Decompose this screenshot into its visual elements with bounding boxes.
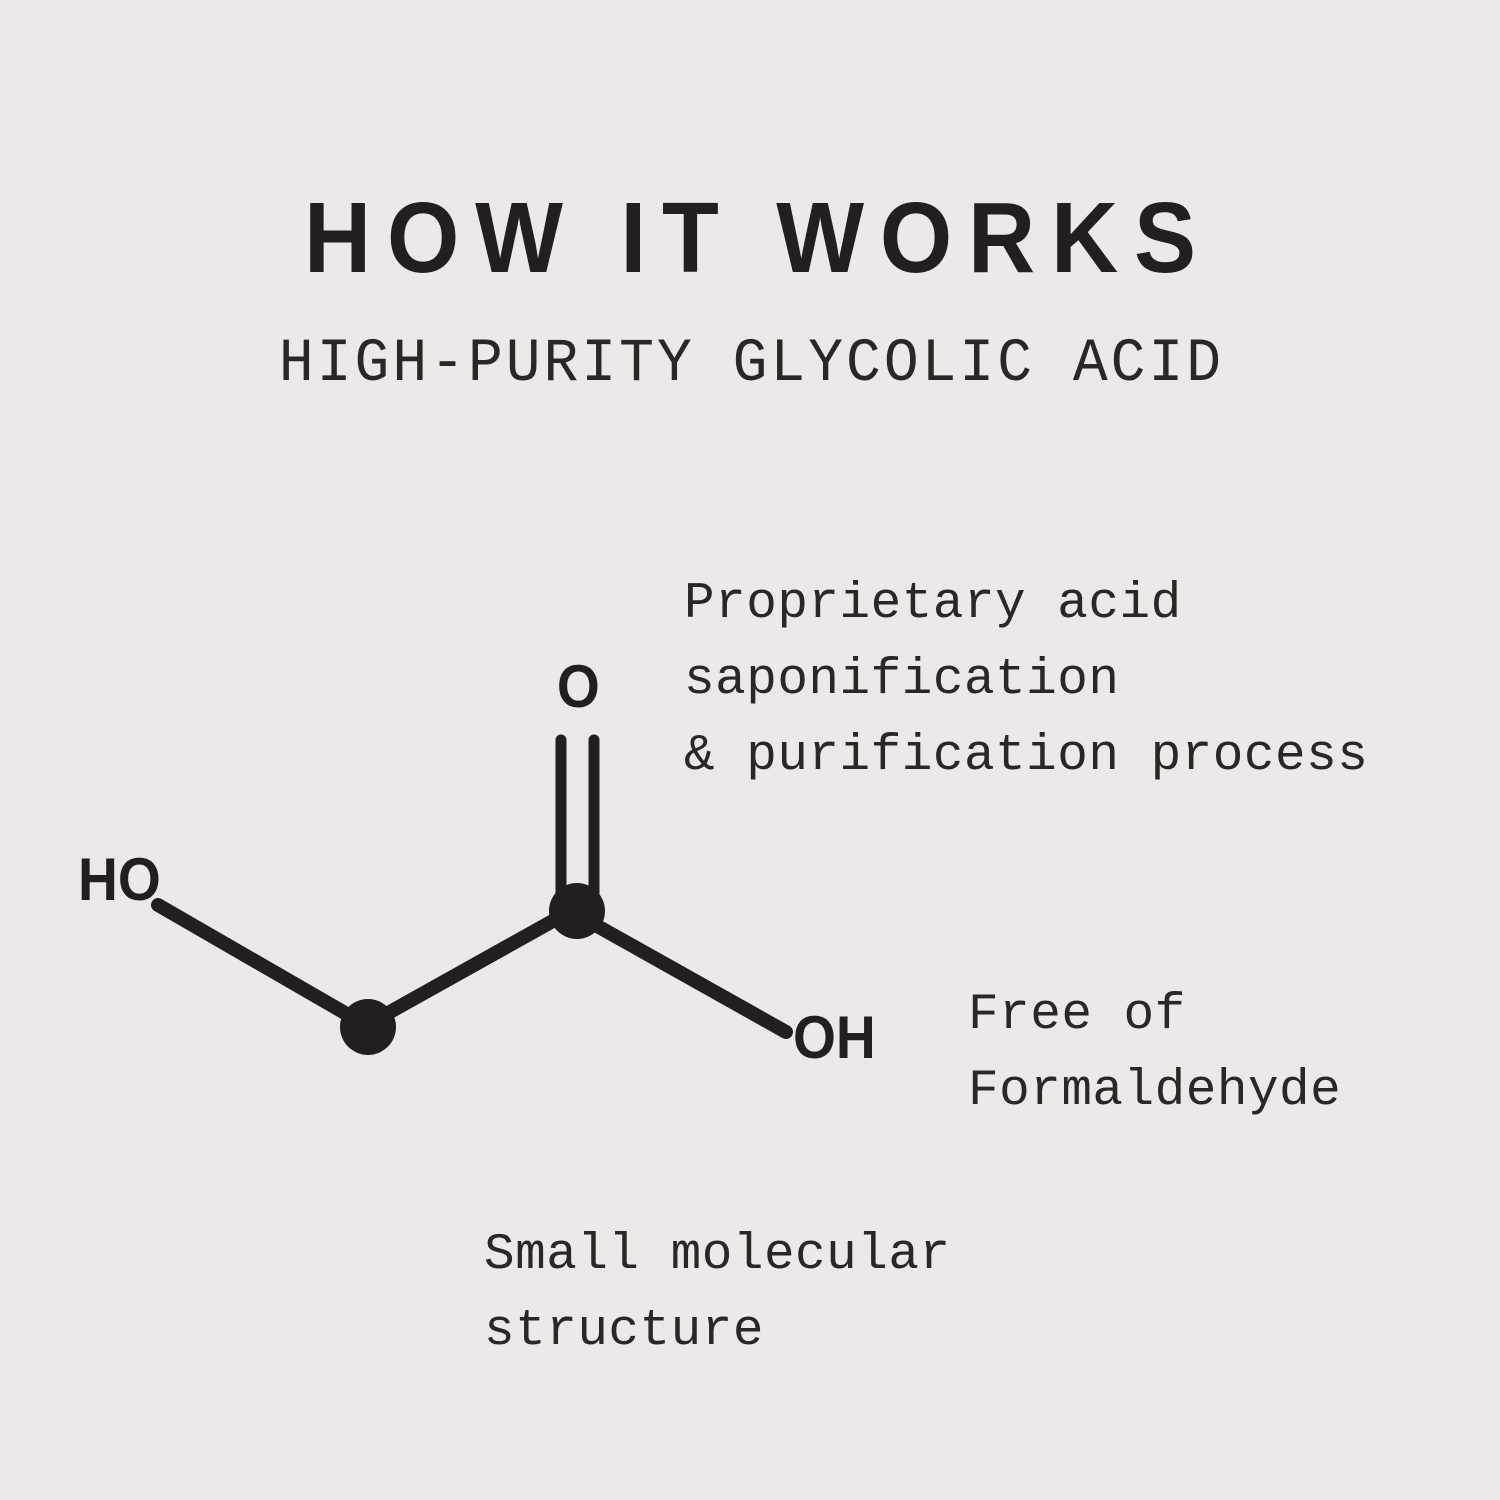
annotation-process: Proprietary acid saponification & purifi… (684, 576, 1369, 785)
bond-carbonyl-carbon-to-oh (576, 911, 793, 1039)
atom-label-o: O (556, 653, 600, 720)
atom-label-ho: HO (78, 846, 161, 913)
page-title: HOW IT WORKS (304, 182, 1212, 294)
bond-ch2-to-carbonyl-carbon (365, 901, 583, 1029)
atom-node-carbonyl-carbon (549, 883, 605, 939)
atom-node-ch2 (340, 999, 396, 1055)
annotation-structure: Small molecular structure (484, 1227, 951, 1360)
page-subtitle: HIGH-PURITY GLYCOLIC ACID (278, 330, 1225, 399)
annotation-formaldehyde: Free of Formaldehyde (968, 987, 1342, 1120)
atom-label-oh: OH (793, 1004, 876, 1071)
bond-ho-to-ch2 (151, 898, 371, 1031)
